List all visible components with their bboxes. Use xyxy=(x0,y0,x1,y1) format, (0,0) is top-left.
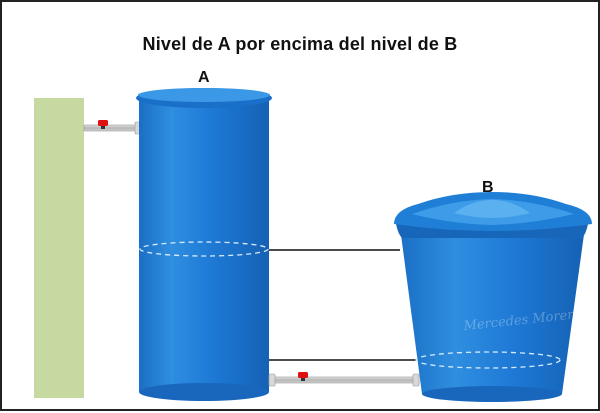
tank-a-label: A xyxy=(198,69,210,86)
supply-pipe xyxy=(83,121,143,135)
supply-valve-icon xyxy=(98,120,108,129)
supply-wall xyxy=(34,98,84,398)
diagram-title: Nivel de A por encima del nivel de B xyxy=(142,34,458,54)
tank-a xyxy=(136,88,272,401)
tank-a-water-level xyxy=(139,241,269,257)
tank-b-lid xyxy=(394,192,592,231)
tank-b-label: B xyxy=(482,179,494,196)
tank-b-water-level xyxy=(415,351,561,369)
connecting-valve-icon xyxy=(298,372,308,381)
connecting-pipe xyxy=(268,373,420,387)
